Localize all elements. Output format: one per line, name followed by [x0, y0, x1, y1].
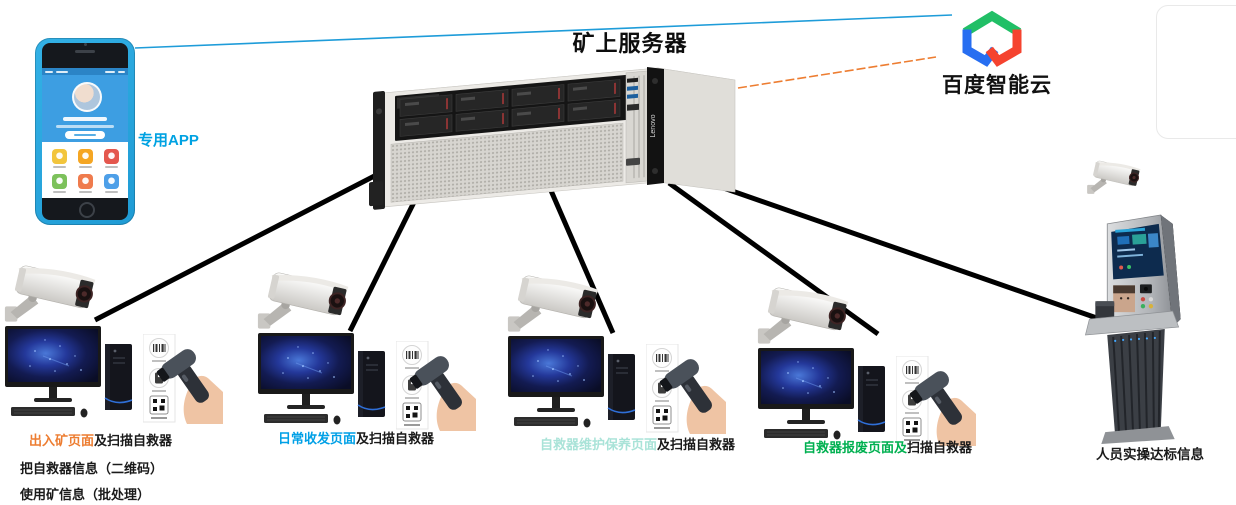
- cloud-name: 百度智能云: [942, 74, 1052, 97]
- workstation-icon: [508, 336, 646, 432]
- cctv-camera-icon: [1086, 148, 1148, 206]
- app-pill-button: [65, 131, 105, 139]
- app-icon-grid: [42, 142, 128, 200]
- kiosk-label: 人员实操达标信息: [1096, 447, 1204, 462]
- phone-speaker: [75, 50, 95, 53]
- station-scrap: [756, 280, 974, 448]
- app-title-bar: [63, 117, 107, 121]
- station2-label: 日常收发页面及扫描自救器: [278, 428, 434, 447]
- link-app-to-cloud: [134, 14, 953, 49]
- station-maintenance: [506, 268, 724, 436]
- app-tile-icon: [51, 149, 67, 164]
- cctv-camera-icon: [256, 265, 361, 335]
- server-title: 矿上服务器: [572, 31, 688, 56]
- app-label: 专用APP: [138, 132, 199, 149]
- avatar: [72, 82, 102, 112]
- link-server-to-cloud: [737, 56, 937, 89]
- workstation-icon: [258, 333, 396, 429]
- phone-screen: [42, 68, 128, 200]
- station3-label: 自救器维护保养页面及扫描自救器: [540, 434, 735, 453]
- barcode-scanner-icon: [143, 334, 223, 424]
- app-tile-icon: [103, 174, 119, 189]
- station4-rest-label: 扫描自救器: [907, 440, 973, 455]
- barcode-scanner-icon: [646, 344, 726, 434]
- app-tile-icon: [77, 149, 93, 164]
- station3-rest-label: 及扫描自救器: [657, 437, 736, 452]
- phone-statusbar: [42, 68, 128, 75]
- station1-note-batch: 使用矿信息（批处理）: [20, 487, 151, 502]
- cctv-camera-icon: [506, 268, 611, 338]
- barcode-scanner-icon: [896, 356, 976, 446]
- workstation-icon: [5, 326, 143, 422]
- station4-page-label: 自救器报废页面及: [803, 440, 908, 455]
- workstation-icon: [758, 348, 896, 444]
- station1-rest-label: 及扫描自救器: [94, 433, 173, 448]
- phone-bottom-bezel: [42, 198, 128, 220]
- phone-home-button: [79, 202, 95, 218]
- app-header: [42, 75, 128, 142]
- app-tile-icon: [77, 174, 93, 189]
- cctv-camera-icon: [756, 280, 861, 350]
- baidu-cloud-logo-icon: [962, 10, 1022, 67]
- barcode-scanner-icon: [396, 341, 476, 431]
- app-tile-icon: [51, 174, 67, 189]
- station2-rest-label: 及扫描自救器: [356, 431, 435, 446]
- phone-front-camera: [83, 43, 87, 46]
- station4-label: 自救器报废页面及扫描自救器: [803, 437, 972, 456]
- station1-note-qr: 把自救器信息（二维码）: [20, 461, 164, 476]
- app-subtitle-bar: [56, 125, 114, 128]
- station1-label: 出入矿页面及扫描自救器: [29, 430, 172, 449]
- app-tile-icon: [103, 149, 119, 164]
- connector-server-station1: [93, 166, 390, 323]
- cloud-card-border: [1156, 5, 1236, 139]
- station3-page-label: 自救器维护保养页面: [540, 437, 658, 452]
- cctv-camera-icon: [3, 258, 108, 328]
- phone-top-bezel: [42, 43, 128, 68]
- mine-server-image: Lenovo: [369, 67, 736, 210]
- station2-page-label: 日常收发页面: [278, 431, 357, 446]
- station-entry-exit: [3, 258, 221, 426]
- server-brand-text: Lenovo: [650, 114, 657, 137]
- station1-page-label: 出入矿页面: [29, 433, 95, 448]
- phone-app-mockup: [35, 38, 135, 225]
- connector-server-station3: [546, 185, 616, 334]
- station-daily-issue: [256, 265, 474, 433]
- training-kiosk-icon: [1076, 210, 1198, 448]
- connector-server-kiosk: [691, 174, 1115, 327]
